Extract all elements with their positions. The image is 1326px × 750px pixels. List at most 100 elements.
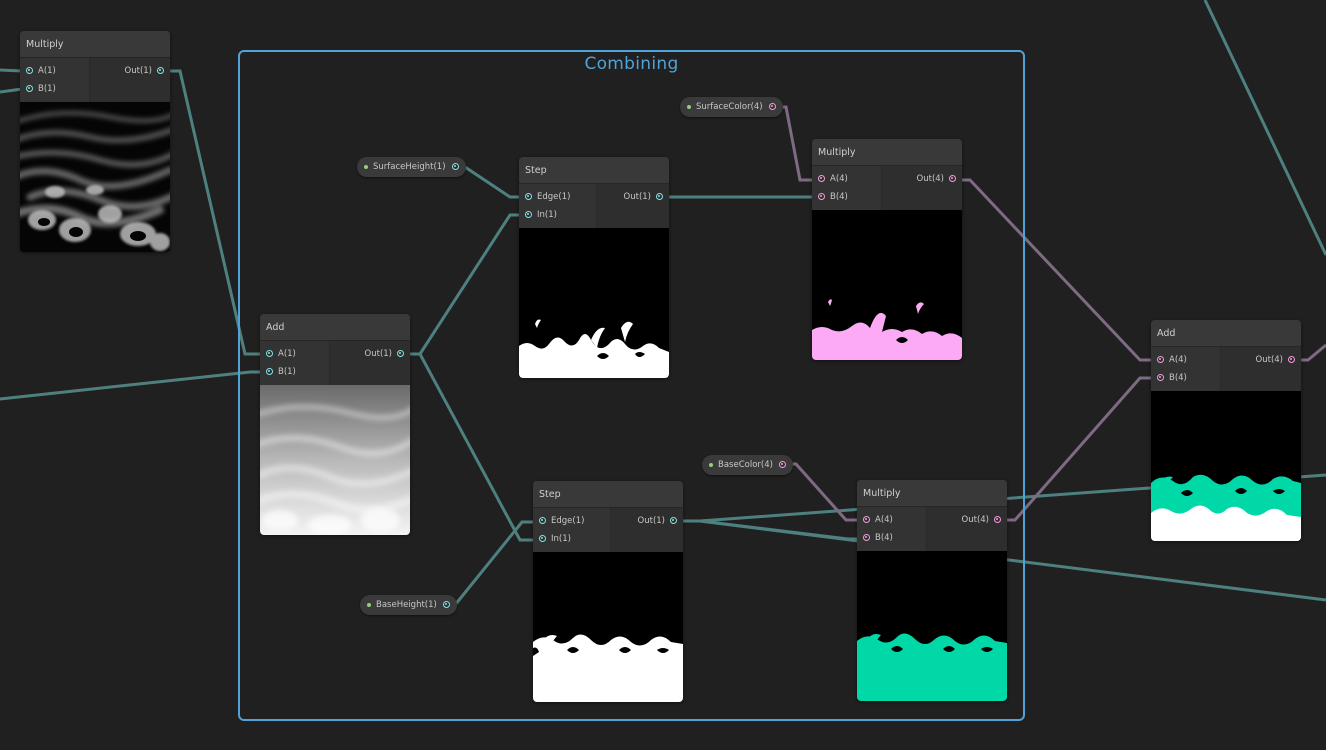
node-title[interactable]: Multiply bbox=[20, 31, 170, 58]
preview-pink-mask-image bbox=[812, 210, 962, 360]
node-multiply-top[interactable]: Multiply A(4) B(4) Out(4) bbox=[812, 139, 962, 360]
node-title[interactable]: Step bbox=[533, 481, 683, 508]
port-label: A(4) bbox=[875, 515, 893, 525]
property-surface-color[interactable]: SurfaceColor(4) bbox=[680, 97, 783, 117]
output-ports: Out(4) bbox=[1221, 347, 1301, 391]
input-port-in[interactable]: In(1) bbox=[519, 206, 596, 224]
node-ports: Edge(1) In(1) Out(1) bbox=[533, 508, 683, 552]
node-multiply-bottom[interactable]: Multiply A(4) B(4) Out(4) bbox=[857, 480, 1007, 701]
output-port[interactable]: Out(1) bbox=[90, 62, 170, 80]
port-label: Edge(1) bbox=[537, 192, 571, 202]
output-port[interactable]: Out(4) bbox=[927, 511, 1007, 529]
port-label: B(1) bbox=[38, 84, 56, 94]
property-surface-height[interactable]: SurfaceHeight(1) bbox=[357, 157, 466, 177]
float-port-icon[interactable] bbox=[539, 517, 546, 524]
port-label: Out(4) bbox=[961, 515, 989, 525]
float-port-icon[interactable] bbox=[26, 85, 33, 92]
float-port-icon[interactable] bbox=[157, 67, 164, 74]
input-port-a[interactable]: A(1) bbox=[20, 62, 89, 80]
float-port-icon[interactable] bbox=[266, 350, 273, 357]
input-port-edge[interactable]: Edge(1) bbox=[533, 512, 610, 530]
node-add-left[interactable]: Add A(1) B(1) Out(1) bbox=[260, 314, 410, 535]
output-ports: Out(1) bbox=[597, 184, 669, 228]
port-label: A(1) bbox=[38, 66, 56, 76]
group-combining[interactable]: Combining bbox=[238, 50, 1025, 721]
color-port-icon[interactable] bbox=[863, 534, 870, 541]
property-base-color[interactable]: BaseColor(4) bbox=[702, 455, 793, 475]
output-port[interactable]: Out(1) bbox=[597, 188, 669, 206]
input-port-a[interactable]: A(1) bbox=[260, 345, 329, 363]
node-title[interactable]: Multiply bbox=[857, 480, 1007, 507]
color-port-icon[interactable] bbox=[1288, 356, 1295, 363]
port-label: A(4) bbox=[1169, 355, 1187, 365]
input-port-b[interactable]: B(4) bbox=[1151, 369, 1220, 387]
float-port-icon[interactable] bbox=[525, 193, 532, 200]
port-label: Out(1) bbox=[637, 516, 665, 526]
float-port-icon[interactable] bbox=[451, 163, 459, 170]
color-port-icon[interactable] bbox=[778, 461, 786, 468]
float-port-icon[interactable] bbox=[397, 350, 404, 357]
node-preview bbox=[1151, 391, 1301, 541]
group-title[interactable]: Combining bbox=[584, 54, 679, 74]
wire-offscreen-to-multiply-b bbox=[0, 87, 23, 94]
output-port[interactable]: Out(1) bbox=[330, 345, 410, 363]
node-preview bbox=[857, 551, 1007, 701]
port-label: B(4) bbox=[830, 192, 848, 202]
node-title[interactable]: Add bbox=[260, 314, 410, 341]
node-multiply-left[interactable]: Multiply A(1) B(1) Out(1) bbox=[20, 31, 170, 252]
node-step-bottom[interactable]: Step Edge(1) In(1) Out(1) bbox=[533, 481, 683, 702]
property-base-height[interactable]: BaseHeight(1) bbox=[360, 595, 457, 615]
port-label: B(4) bbox=[1169, 373, 1187, 383]
preview-combined-image bbox=[1151, 391, 1301, 541]
node-title[interactable]: Step bbox=[519, 157, 669, 184]
port-label: Out(1) bbox=[364, 349, 392, 359]
input-port-b[interactable]: B(1) bbox=[260, 363, 329, 381]
input-port-a[interactable]: A(4) bbox=[812, 170, 881, 188]
port-label: A(4) bbox=[830, 174, 848, 184]
input-port-b[interactable]: B(4) bbox=[812, 188, 881, 206]
input-ports: A(4) B(4) bbox=[1151, 347, 1221, 391]
color-port-icon[interactable] bbox=[949, 175, 956, 182]
input-port-a[interactable]: A(4) bbox=[1151, 351, 1220, 369]
color-port-icon[interactable] bbox=[1157, 356, 1164, 363]
input-ports: A(4) B(4) bbox=[812, 166, 882, 210]
color-port-icon[interactable] bbox=[818, 175, 825, 182]
input-ports: Edge(1) In(1) bbox=[519, 184, 597, 228]
input-port-in[interactable]: In(1) bbox=[533, 530, 610, 548]
input-ports: A(4) B(4) bbox=[857, 507, 927, 551]
color-port-icon[interactable] bbox=[768, 103, 776, 110]
input-port-b[interactable]: B(1) bbox=[20, 80, 89, 98]
property-label: SurfaceColor(4) bbox=[696, 102, 763, 112]
float-port-icon[interactable] bbox=[670, 517, 677, 524]
float-port-icon[interactable] bbox=[525, 211, 532, 218]
property-indicator-icon bbox=[367, 603, 371, 607]
input-port-edge[interactable]: Edge(1) bbox=[519, 188, 596, 206]
node-title[interactable]: Multiply bbox=[812, 139, 962, 166]
output-port[interactable]: Out(1) bbox=[611, 512, 683, 530]
node-preview bbox=[812, 210, 962, 360]
color-port-icon[interactable] bbox=[863, 516, 870, 523]
color-port-icon[interactable] bbox=[994, 516, 1001, 523]
port-label: Out(4) bbox=[1255, 355, 1283, 365]
preview-step-mask-image bbox=[519, 228, 669, 378]
node-step-top[interactable]: Step Edge(1) In(1) Out(1) bbox=[519, 157, 669, 378]
node-ports: A(4) B(4) Out(4) bbox=[857, 507, 1007, 551]
float-port-icon[interactable] bbox=[266, 368, 273, 375]
wire-offscreen-to-multiply-a bbox=[0, 68, 23, 73]
node-preview bbox=[20, 102, 170, 252]
color-port-icon[interactable] bbox=[1157, 374, 1164, 381]
float-port-icon[interactable] bbox=[656, 193, 663, 200]
output-port[interactable]: Out(4) bbox=[882, 170, 962, 188]
float-port-icon[interactable] bbox=[442, 601, 450, 608]
input-port-b[interactable]: B(4) bbox=[857, 529, 926, 547]
node-title[interactable]: Add bbox=[1151, 320, 1301, 347]
output-port[interactable]: Out(4) bbox=[1221, 351, 1301, 369]
port-label: Out(1) bbox=[623, 192, 651, 202]
port-label: Out(1) bbox=[124, 66, 152, 76]
node-add-right[interactable]: Add A(4) B(4) Out(4) bbox=[1151, 320, 1301, 541]
preview-gradient-image bbox=[260, 385, 410, 535]
color-port-icon[interactable] bbox=[818, 193, 825, 200]
float-port-icon[interactable] bbox=[539, 535, 546, 542]
input-port-a[interactable]: A(4) bbox=[857, 511, 926, 529]
float-port-icon[interactable] bbox=[26, 67, 33, 74]
